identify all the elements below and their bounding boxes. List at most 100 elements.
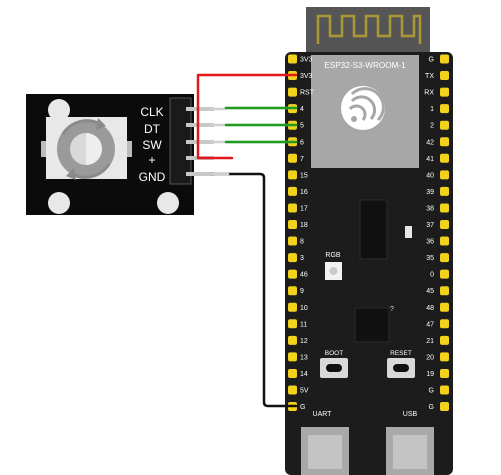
right-pin-pad[interactable]: [440, 368, 449, 378]
right-pin-label: 20: [426, 354, 434, 361]
antenna-trace-icon: [316, 14, 422, 44]
right-pin-label: 45: [426, 288, 434, 295]
right-pin-label: 35: [426, 255, 434, 262]
led-indicator: [405, 226, 412, 238]
uart-usb-port[interactable]: [301, 427, 349, 475]
boot-label: BOOT: [325, 350, 343, 357]
left-pin-pad[interactable]: [288, 186, 297, 196]
rgb-label: RGB: [325, 252, 341, 259]
left-pin-label: 15: [300, 172, 308, 179]
left-pin-label: 18: [300, 222, 308, 229]
usb-port[interactable]: [386, 427, 434, 475]
right-pin-label: 1: [430, 106, 434, 113]
left-pin-label: 3V3: [300, 57, 313, 64]
right-pin-label: 41: [426, 156, 434, 163]
left-pin-label: 9: [300, 288, 304, 295]
right-pin-label: G: [429, 404, 434, 411]
right-pin-label: 39: [426, 189, 434, 196]
right-pin-pad[interactable]: [440, 153, 449, 163]
left-pin-pad[interactable]: [288, 269, 297, 279]
right-pin-pad[interactable]: [440, 286, 449, 296]
pin-label-gnd: GND: [139, 170, 166, 184]
right-pin-label: 37: [426, 222, 434, 229]
rotary-encoder[interactable]: CLK DT SW + GND: [26, 94, 214, 215]
mount-hole: [48, 99, 70, 121]
wire-gnd[interactable]: [210, 172, 298, 408]
usb-uart-chip: [354, 307, 390, 343]
right-pin-pad[interactable]: [440, 385, 449, 395]
left-pin-pad[interactable]: [288, 253, 297, 263]
left-pin-pad[interactable]: [288, 203, 297, 213]
left-pin-pad[interactable]: [288, 286, 297, 296]
right-pin-pad[interactable]: [440, 319, 449, 329]
right-pin-label: G: [429, 57, 434, 64]
reset-label: RESET: [390, 350, 412, 357]
left-pin-label: 17: [300, 205, 308, 212]
right-pin-pad[interactable]: [440, 236, 449, 246]
left-pin-pad[interactable]: [288, 153, 297, 163]
right-pin-pad[interactable]: [440, 402, 449, 412]
right-pin-pad[interactable]: [440, 352, 449, 362]
left-pin-pad[interactable]: [288, 220, 297, 229]
left-pin-label: 14: [300, 371, 308, 378]
left-pin-label: 3: [300, 255, 304, 262]
right-pin-pad[interactable]: [440, 87, 449, 97]
right-pin-pad[interactable]: [440, 54, 449, 64]
rgb-led-lens: [329, 267, 338, 275]
right-pin-label: 47: [426, 321, 434, 328]
right-pin-label: 0: [430, 272, 434, 279]
left-pin-pad[interactable]: [288, 319, 297, 329]
reset-button[interactable]: [387, 358, 415, 378]
rotation-arrowhead-icon: [66, 168, 76, 180]
pin-label-sw: SW: [142, 138, 162, 152]
right-pin-label: 21: [426, 338, 434, 345]
rotation-arrow-icon: [61, 119, 111, 179]
left-pin-pad[interactable]: [288, 302, 297, 312]
left-pin-label: 5: [300, 123, 304, 130]
pin-label-clk: CLK: [140, 105, 163, 119]
pin-label-dt: DT: [144, 122, 161, 136]
left-pin-pad[interactable]: [288, 87, 297, 97]
mount-hole: [157, 192, 179, 214]
right-pin-label: RX: [424, 90, 434, 97]
left-pin-pad[interactable]: [288, 368, 297, 378]
left-pin-pad[interactable]: [288, 170, 297, 180]
pin-label-vcc: +: [148, 153, 155, 167]
right-pin-label: 38: [426, 205, 434, 212]
left-pin-pad[interactable]: [288, 236, 297, 246]
right-pin-pad[interactable]: [440, 253, 449, 263]
right-pin-pad[interactable]: [440, 269, 449, 279]
right-pin-label: 19: [426, 371, 434, 378]
right-pin-pad[interactable]: [440, 71, 449, 81]
right-pin-pad[interactable]: [440, 220, 449, 229]
right-pin-pad[interactable]: [440, 120, 449, 130]
wire-power[interactable]: [196, 73, 298, 160]
right-pin-pad[interactable]: [440, 203, 449, 213]
right-pin-pad[interactable]: [440, 335, 449, 345]
wires: [196, 73, 298, 408]
right-pin-label: G: [429, 388, 434, 395]
right-pin-pad[interactable]: [440, 302, 449, 312]
left-pin-pad[interactable]: [288, 335, 297, 345]
left-pin-pad[interactable]: [288, 352, 297, 362]
left-pin-pad[interactable]: [288, 385, 297, 395]
right-pin-pad[interactable]: [440, 137, 449, 147]
left-pin-pad[interactable]: [288, 54, 297, 64]
left-pin-label: 4: [300, 106, 304, 113]
right-pin-pad[interactable]: [440, 104, 449, 114]
esp32-board[interactable]: ESP32-S3-WROOM-1 ? RGB BOOT RESET UAR: [285, 7, 453, 475]
encoder-tab: [127, 141, 132, 157]
left-pin-label: 5V: [300, 388, 309, 395]
right-pin-label: TX: [425, 73, 434, 80]
encoder-knob[interactable]: [57, 120, 115, 178]
right-pin-pad[interactable]: [440, 170, 449, 180]
left-pin-label: 11: [300, 321, 307, 328]
right-pin-label: 42: [426, 139, 434, 146]
right-pin-label: 40: [426, 172, 434, 179]
right-pin-pad[interactable]: [440, 186, 449, 196]
boot-button[interactable]: [320, 358, 348, 378]
usb-label: USB: [403, 411, 418, 418]
chip-mark: ?: [390, 306, 394, 313]
